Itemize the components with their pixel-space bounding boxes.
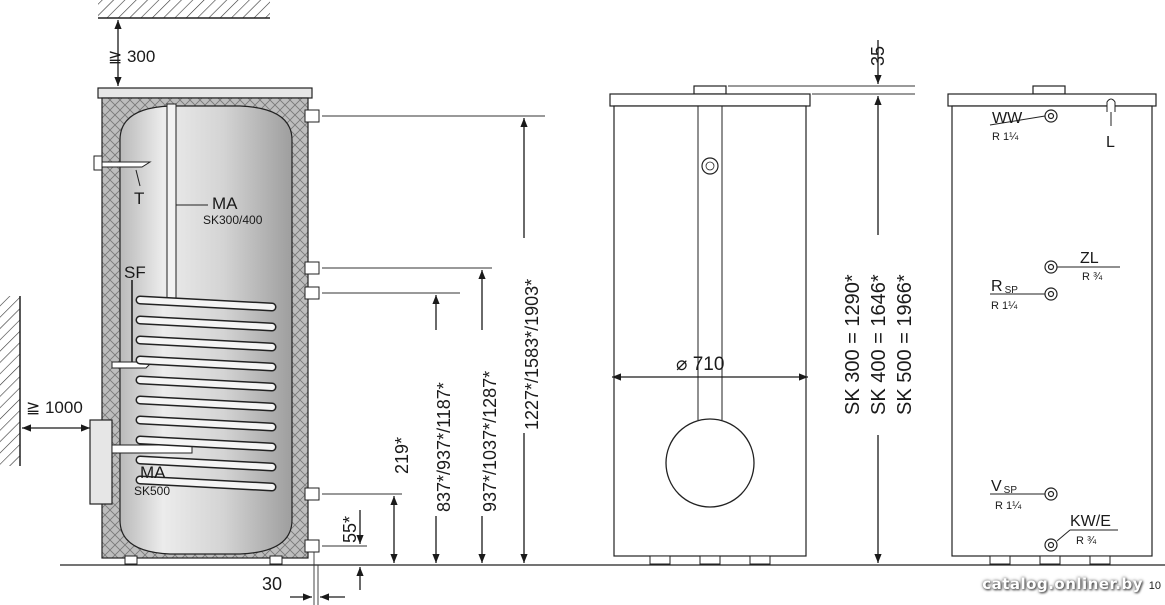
- side-clearance-label: ≧ 1000: [26, 398, 83, 417]
- dim-30: 30: [262, 574, 282, 594]
- dim-219-mask: [382, 430, 406, 478]
- dim-1227: 1227*/1583*/1903*: [522, 279, 542, 430]
- ceiling-wall: [98, 0, 270, 19]
- drawing-code: 10: [1148, 580, 1161, 592]
- port-rsp-thread: R 1¼: [991, 300, 1018, 312]
- coil-turn-inner: [137, 457, 275, 470]
- port-zl: ZL: [1080, 250, 1099, 267]
- top-offset-lines: [728, 85, 915, 95]
- port-vsp-thread: R 1¼: [995, 500, 1022, 512]
- dim-937-mask: [470, 330, 494, 516]
- height-sk400: SK 400 = 1646*: [868, 274, 890, 415]
- coil-turn-inner: [137, 357, 275, 370]
- coil-turn-inner: [137, 437, 275, 450]
- coil-turn-inner: [137, 317, 275, 330]
- port-kw-thread: R ¾: [1076, 535, 1097, 547]
- back-view: [947, 85, 1157, 565]
- coil-turn-inner: [137, 337, 275, 350]
- port-ww-thread: R 1¼: [992, 131, 1019, 143]
- port-leader-lines: [989, 115, 1120, 542]
- dim-219: 219*: [392, 437, 412, 474]
- front-view: [609, 85, 811, 565]
- dim-837-mask: [424, 330, 448, 516]
- height-sk500: SK 500 = 1966*: [894, 274, 916, 415]
- label-ma-top: MA: [212, 194, 238, 213]
- coil-turn-inner: [137, 477, 275, 490]
- coil-turn-inner: [137, 377, 275, 390]
- label-ma-top-note: SK300/400: [203, 213, 263, 227]
- label-t: T: [134, 189, 144, 208]
- coil-turn-inner: [137, 297, 275, 310]
- height-sk300: SK 300 = 1290*: [842, 274, 864, 415]
- top-clearance-label: ≧ 300: [108, 47, 155, 66]
- side-wall: [0, 296, 21, 466]
- dim-55: 55*: [340, 516, 360, 543]
- port-l: L: [1106, 134, 1115, 151]
- label-ma-bottom: SK500: [134, 484, 170, 498]
- port-zl-thread: R ¾: [1082, 271, 1103, 283]
- port-ww: WW: [992, 110, 1023, 127]
- height-mask: [838, 235, 918, 435]
- dim-1227-mask: [512, 238, 536, 433]
- coil-turn-inner: [137, 397, 275, 410]
- coil-turn-inner: [137, 417, 275, 430]
- heat-exchanger-coil: [135, 295, 277, 492]
- port-kw: KW/E: [1070, 513, 1111, 530]
- dim-937: 937*/1037*/1287*: [480, 371, 500, 512]
- watermark: catalog.onliner.by: [982, 575, 1143, 593]
- dim-35: 35: [868, 46, 888, 66]
- diameter-label: ⌀ 710: [676, 354, 724, 375]
- label-ma-bottom-main: MA: [140, 463, 166, 482]
- label-sf: SF: [124, 263, 146, 282]
- dim-837: 837*/937*/1187*: [434, 382, 454, 512]
- extension-lines: [313, 115, 545, 605]
